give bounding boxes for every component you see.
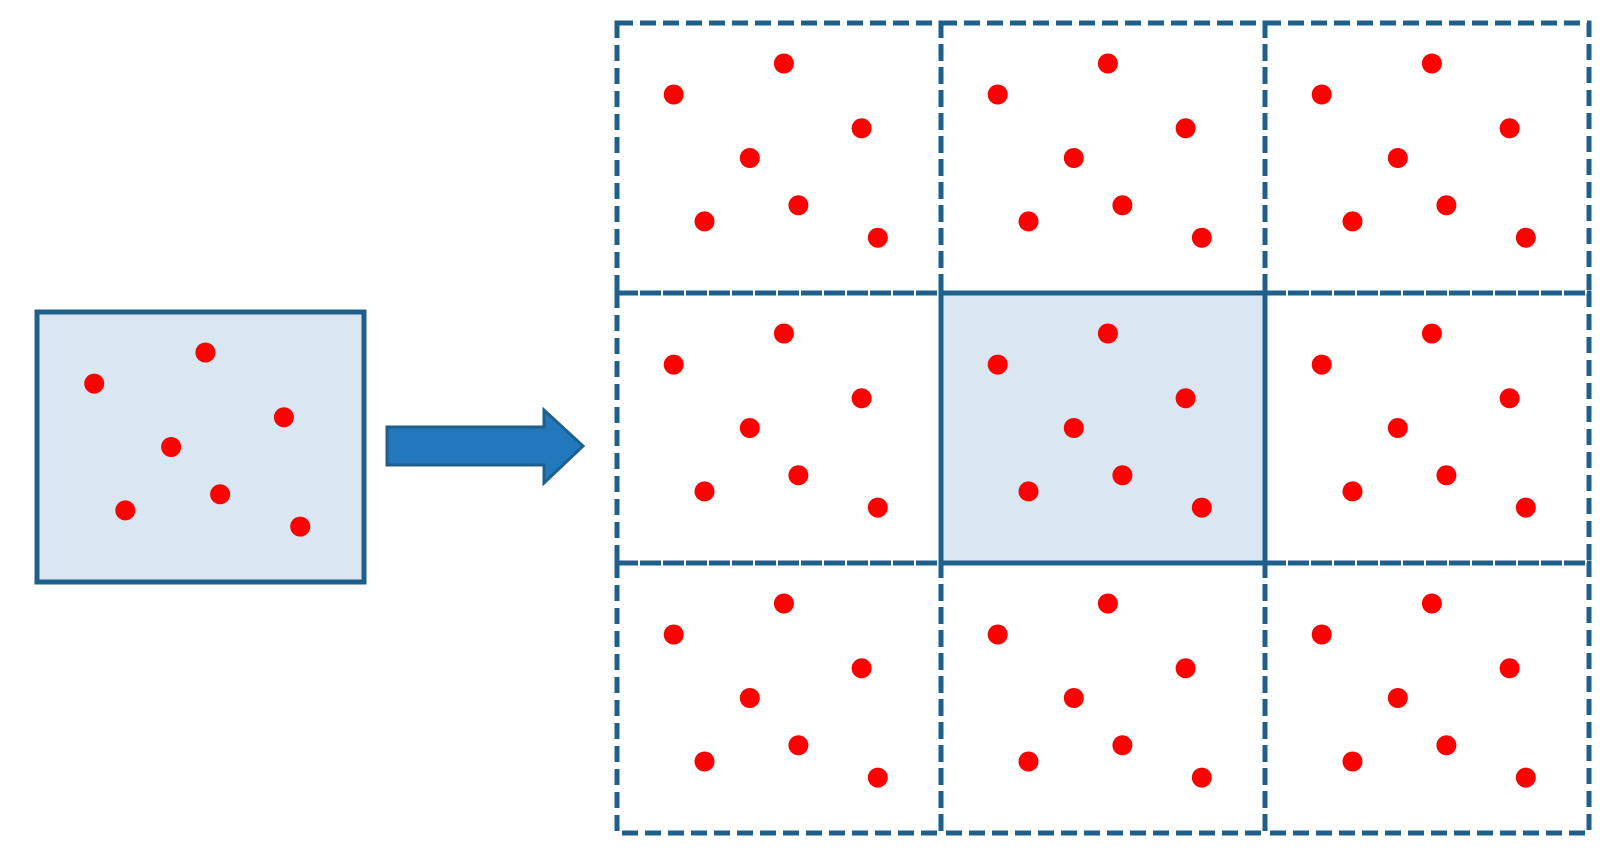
source-particle-5 [115, 500, 136, 521]
image-cell-border [614, 560, 944, 836]
image-r1c3-particle-5 [1342, 211, 1363, 232]
periodic-image-cell-r2-c3 [1262, 290, 1592, 566]
image-cell-border [1262, 20, 1592, 296]
source-particle-2 [195, 342, 216, 363]
periodic-image-cell-r1-c2 [938, 20, 1268, 296]
source-box-group [34, 309, 367, 585]
image-r1c2-particle-2 [1097, 53, 1118, 74]
image-r1c1-particle-4 [739, 148, 760, 168]
image-r3c2-particle-3 [1175, 658, 1196, 679]
image-r3c1-particle-6 [788, 735, 809, 756]
image-r2c1-particle-6 [788, 465, 809, 486]
image-r1c2-particle-3 [1175, 118, 1196, 139]
image-r2c3-particle-6 [1436, 465, 1457, 486]
central-simulation-cell [938, 290, 1268, 566]
image-r3c2-particle-5 [1018, 751, 1039, 772]
image-r2c1-particle-2 [773, 323, 794, 344]
periodic-image-cell-r3-c2 [938, 560, 1268, 836]
image-r3c1-particle-7 [867, 767, 888, 788]
image-r2c1-particle-5 [694, 481, 715, 502]
image-r1c2-particle-7 [1191, 227, 1212, 248]
image-r1c1-particle-5 [694, 211, 715, 232]
periodic-image-cell-r3-c3 [1262, 560, 1592, 836]
image-r2c1-particle-3 [851, 388, 872, 409]
image-r2c3-particle-3 [1499, 388, 1520, 409]
image-r1c3-particle-7 [1515, 227, 1536, 248]
image-r3c1-particle-2 [773, 593, 794, 614]
central-particle-2 [1097, 323, 1118, 344]
image-r2c3-particle-1 [1311, 354, 1332, 375]
image-cell-border [938, 20, 1268, 296]
image-cell-border [614, 290, 944, 566]
central-particle-1 [987, 354, 1008, 375]
image-r3c2-particle-2 [1097, 593, 1118, 614]
image-r3c3-particle-2 [1421, 593, 1442, 614]
image-r3c1-particle-1 [663, 624, 684, 645]
image-r3c3-particle-7 [1515, 767, 1536, 788]
image-r2c3-particle-4 [1387, 418, 1408, 438]
image-r2c3-particle-5 [1342, 481, 1363, 502]
source-particle-3 [273, 407, 294, 428]
image-r3c3-particle-5 [1342, 751, 1363, 772]
image-r2c3-particle-2 [1421, 323, 1442, 344]
image-r2c3-particle-7 [1515, 497, 1536, 518]
central-particle-4 [1063, 418, 1084, 438]
periodic-image-cell-r2-c1 [614, 290, 944, 566]
central-particle-5 [1018, 481, 1039, 502]
image-r3c1-particle-4 [739, 688, 760, 708]
image-r1c1-particle-3 [851, 118, 872, 139]
image-r1c1-particle-7 [867, 227, 888, 248]
image-r3c3-particle-4 [1387, 688, 1408, 708]
image-cell-border [614, 20, 944, 296]
image-r1c1-particle-1 [663, 84, 684, 105]
source-particle-7 [290, 516, 311, 537]
periodic-image-cell-r1-c1 [614, 20, 944, 296]
source-particles [84, 342, 311, 537]
source-particle-1 [84, 373, 105, 394]
central-particle-3 [1175, 388, 1196, 409]
image-r1c1-particle-6 [788, 195, 809, 216]
image-r1c2-particle-1 [987, 84, 1008, 105]
image-r1c3-particle-2 [1421, 53, 1442, 74]
image-r3c3-particle-1 [1311, 624, 1332, 645]
right-arrow-icon [385, 406, 586, 487]
image-r1c3-particle-6 [1436, 195, 1457, 216]
periodic-image-cell-r3-c1 [614, 560, 944, 836]
image-r1c2-particle-4 [1063, 148, 1084, 168]
image-r2c1-particle-4 [739, 418, 760, 438]
central-particle-7 [1191, 497, 1212, 518]
central-particle-6 [1112, 465, 1133, 486]
image-r2c1-particle-1 [663, 354, 684, 375]
image-r3c2-particle-7 [1191, 767, 1212, 788]
image-r2c1-particle-7 [867, 497, 888, 518]
image-r3c3-particle-3 [1499, 658, 1520, 679]
image-r3c2-particle-6 [1112, 735, 1133, 756]
image-r3c3-particle-6 [1436, 735, 1457, 756]
image-r3c2-particle-4 [1063, 688, 1084, 708]
source-particle-4 [161, 437, 182, 457]
central-cell-border [938, 290, 1268, 566]
image-r1c3-particle-3 [1499, 118, 1520, 139]
periodic-image-cell-r1-c3 [1262, 20, 1592, 296]
source-particle-6 [210, 484, 231, 505]
image-r3c1-particle-5 [694, 751, 715, 772]
image-r3c2-particle-1 [987, 624, 1008, 645]
periodic-image-grid [614, 20, 1592, 836]
image-r1c2-particle-6 [1112, 195, 1133, 216]
image-r1c2-particle-5 [1018, 211, 1039, 232]
image-r1c1-particle-2 [773, 53, 794, 74]
image-cell-border [1262, 290, 1592, 566]
image-cell-border [1262, 560, 1592, 836]
image-r3c1-particle-3 [851, 658, 872, 679]
image-r1c3-particle-1 [1311, 84, 1332, 105]
image-r1c3-particle-4 [1387, 148, 1408, 168]
